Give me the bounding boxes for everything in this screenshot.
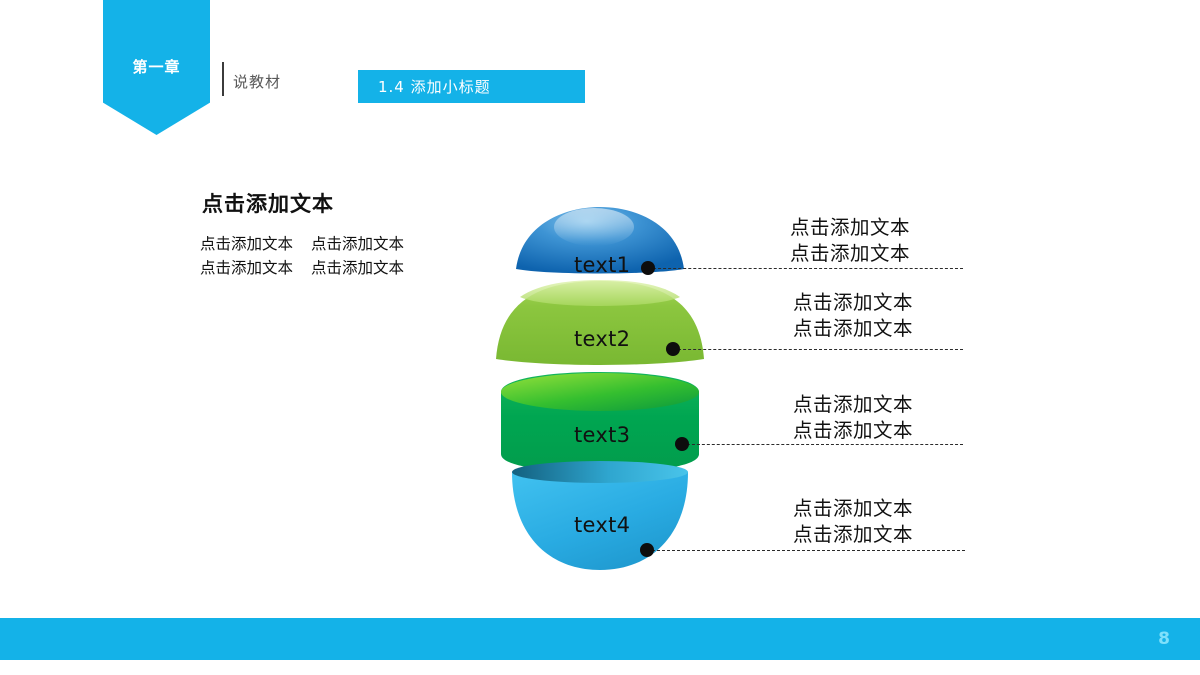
header-divider <box>222 62 224 96</box>
layered-sphere-diagram: text1 text2 <box>494 205 706 570</box>
footer-bar <box>0 618 1200 660</box>
callout-line: 点击添加文本 <box>790 241 911 265</box>
diagram-layer-1-shape[interactable] <box>512 205 688 277</box>
callout-line: 点击添加文本 <box>790 216 911 239</box>
diagram-layer-2-label: text2 <box>574 327 631 351</box>
diagram-layer-3-label: text3 <box>574 423 631 447</box>
left-text-item: 点击添加文本 <box>311 259 405 277</box>
header-section-label: 说教材 <box>233 73 282 91</box>
chapter-ribbon: 第一章 <box>103 0 210 135</box>
diagram-layer-4-label: text4 <box>574 513 631 537</box>
left-heading: 点击添加文本 <box>202 192 334 216</box>
left-text-block: 点击添加文本 点击添加文本 点击添加文本 点击添加文本 点击添加文本 <box>200 188 404 278</box>
callout-line: 点击添加文本 <box>793 497 914 520</box>
diagram-layer-3-shape[interactable] <box>497 370 703 474</box>
left-text-item: 点击添加文本 <box>200 259 294 277</box>
callout-dot-2[interactable] <box>666 342 680 356</box>
callout-rule-2 <box>673 349 963 350</box>
callout-dot-1[interactable] <box>641 261 655 275</box>
callout-line: 点击添加文本 <box>793 522 914 546</box>
callout-dot-3[interactable] <box>675 437 689 451</box>
left-text-item: 点击添加文本 <box>311 235 405 253</box>
callout-label-2[interactable]: 点击添加文本 点击添加文本 <box>793 290 913 341</box>
callout-dot-4[interactable] <box>640 543 654 557</box>
subtitle-chip-label: 1.4 添加小标题 <box>378 78 491 96</box>
callout-label-1[interactable]: 点击添加文本 点击添加文本 <box>790 215 910 266</box>
subtitle-chip[interactable]: 1.4 添加小标题 <box>358 70 585 103</box>
callout-rule-3 <box>682 444 963 445</box>
diagram-layer-1-label: text1 <box>574 253 631 277</box>
callout-line: 点击添加文本 <box>793 393 914 416</box>
callout-line: 点击添加文本 <box>793 418 914 442</box>
callout-label-3[interactable]: 点击添加文本 点击添加文本 <box>793 392 913 443</box>
page-number: 8 <box>1158 629 1170 649</box>
diagram-layer-2-shape[interactable] <box>494 275 706 365</box>
callout-rule-4 <box>647 550 965 551</box>
callout-line: 点击添加文本 <box>793 291 914 314</box>
callout-line: 点击添加文本 <box>793 316 914 340</box>
left-text-item: 点击添加文本 <box>200 235 294 253</box>
left-text-grid: 点击添加文本 点击添加文本 点击添加文本 点击添加文本 <box>200 232 404 278</box>
callout-label-4[interactable]: 点击添加文本 点击添加文本 <box>793 496 913 547</box>
callout-rule-1 <box>648 268 963 269</box>
chapter-ribbon-label: 第一章 <box>132 58 181 76</box>
